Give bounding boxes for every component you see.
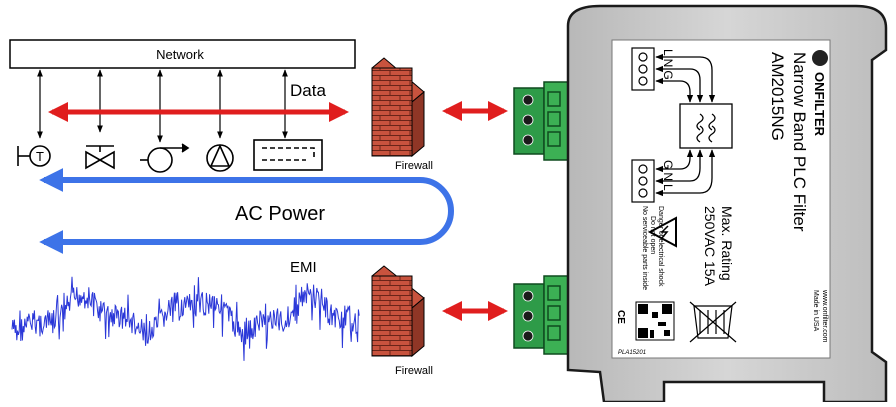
warning-line-3: Danger of electrical shock	[657, 206, 664, 287]
field-devices: T	[17, 139, 323, 173]
rating-line-1: Max. Rating	[719, 206, 735, 281]
fan-icon	[206, 144, 234, 172]
data-label: Data	[290, 81, 326, 100]
website-label: www.onfilter.com	[821, 289, 828, 343]
network-bus: Network	[9, 39, 356, 69]
ac-power-loop: AC Power	[39, 168, 454, 254]
compliance-marks: CE	[615, 301, 737, 343]
firewall-bottom-label: Firewall	[395, 365, 433, 377]
firewall-top: Firewall	[371, 57, 433, 172]
qr-code-icon	[635, 301, 675, 341]
onfilter-logo-icon	[812, 50, 828, 66]
firewall-links	[442, 101, 508, 321]
terminal-letters-bottom: GNL	[661, 160, 675, 194]
terminal-label-top	[631, 47, 655, 91]
emi-noise: EMI	[11, 259, 360, 361]
svg-text:CE: CE	[615, 310, 626, 324]
weee-bin-icon	[689, 301, 737, 343]
thermostat-symbol: T	[36, 149, 44, 164]
thermostat-icon: T	[17, 145, 51, 167]
model-number: AM2015NG	[768, 52, 787, 141]
filter-device: ONFILTER Narrow Band PLC Filter AM2015NG…	[566, 4, 888, 404]
terminal-label-bottom	[631, 159, 655, 203]
firewall-top-label: Firewall	[395, 160, 433, 172]
warning-line-2: Do not open	[649, 216, 656, 254]
product-name: Narrow Band PLC Filter	[790, 52, 809, 232]
warning-line-1: No serviceable parts inside	[641, 206, 648, 290]
filter-schematic	[655, 53, 733, 197]
terminal-block-bottom	[513, 275, 569, 355]
made-in-label: Made in USA	[812, 290, 819, 332]
ac-power-label: AC Power	[235, 203, 325, 225]
terminal-letters-top: LNG	[661, 49, 675, 83]
part-number: PLA15201	[618, 350, 646, 356]
network-label: Network	[156, 47, 204, 62]
device-links	[37, 69, 288, 143]
heater-icon	[253, 139, 323, 171]
data-bus: Data	[48, 81, 349, 122]
emi-label: EMI	[290, 259, 317, 276]
terminal-block-top	[513, 81, 569, 161]
brand-name: ONFILTER	[812, 72, 827, 137]
firewall-bottom: Firewall	[371, 265, 433, 377]
valve-icon	[85, 145, 115, 170]
rating-line-2: 250VAC 15A	[702, 206, 718, 287]
high-voltage-warning-icon	[647, 216, 677, 248]
pump-icon	[140, 143, 190, 173]
